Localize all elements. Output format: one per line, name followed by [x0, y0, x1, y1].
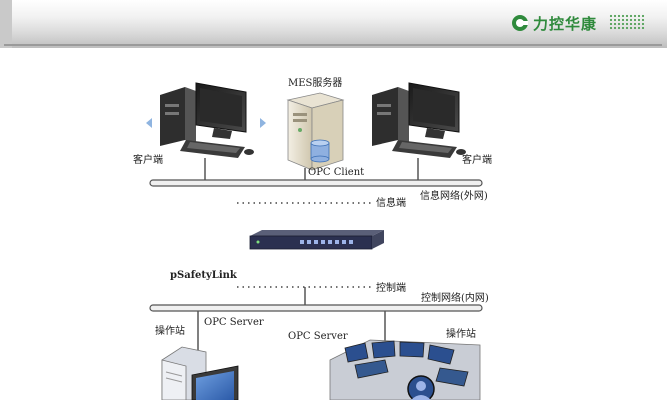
control-network-label: 控制网络(内网)	[421, 293, 489, 305]
control-console-icon	[330, 340, 480, 400]
psafetylink-label: pSafetyLink	[170, 270, 237, 282]
client-right-label: 客户端	[462, 155, 492, 167]
opc-server-left-label: OPC Server	[204, 317, 264, 329]
operator-left-label: 操作站	[155, 326, 185, 338]
opc-server-mid-label: OPC Server	[288, 331, 348, 343]
mes-server-icon	[288, 93, 343, 170]
client-computer-right-icon	[372, 83, 466, 158]
control-side-label: 控制端	[376, 283, 406, 295]
info-side-label: 信息端	[376, 198, 406, 210]
left-arrow-icon	[146, 118, 152, 128]
opc-client-label: OPC Client	[308, 167, 364, 179]
workstation-tower-icon	[162, 347, 238, 400]
client-computer-left-icon	[146, 83, 266, 158]
mes-server-label: MES服务器	[288, 78, 342, 90]
network-appliance-icon	[250, 230, 384, 249]
client-left-label: 客户端	[133, 155, 163, 167]
database-icon	[311, 140, 329, 162]
right-arrow-icon	[260, 118, 266, 128]
operator-right-label: 操作站	[446, 329, 476, 341]
info-network-label: 信息网络(外网)	[420, 191, 488, 203]
